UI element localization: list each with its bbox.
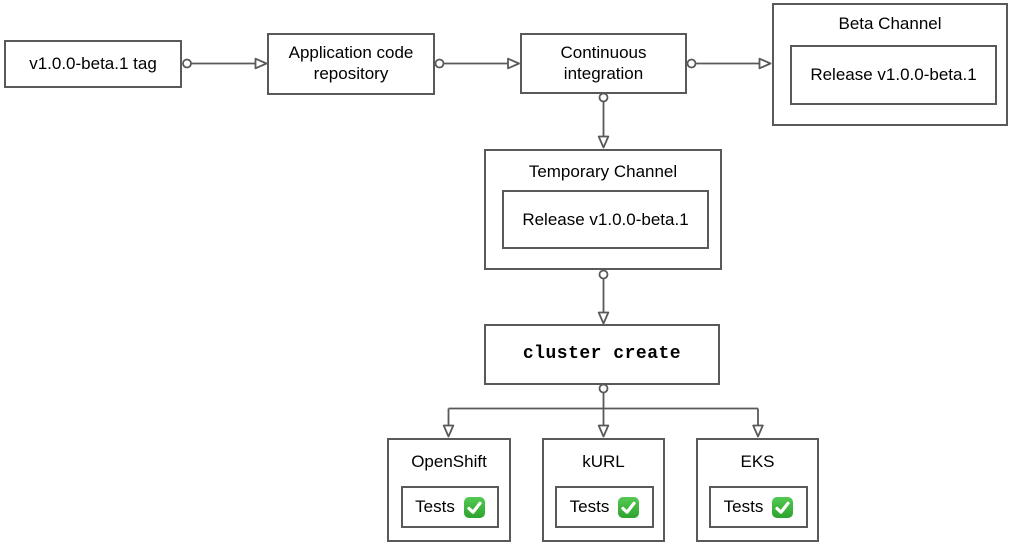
edge-source-dot [434,58,445,69]
edge-temporary-channel-to-cluster-create [597,269,610,325]
green-check-icon [772,496,794,518]
arrowhead-icon [442,424,455,438]
cluster-kurl-label: kURL [582,452,625,471]
cluster-create-label: cluster create [522,343,682,364]
continuous-integration-label: Continuous integration [560,42,647,83]
arrowhead-icon [597,135,610,149]
cluster-openshift-container: OpenShift Tests [387,438,511,542]
edge-source-dot [598,92,609,103]
kurl-tests-node: Tests [555,486,654,528]
beta-release-label: Release v1.0.0-beta.1 [810,65,977,84]
beta-release-node: Release v1.0.0-beta.1 [790,45,997,105]
edge-source-dot [686,58,697,69]
edge-source-dot [182,58,192,69]
arrowhead-icon [597,311,610,325]
eks-tests-node: Tests [709,486,808,528]
green-check-icon [618,496,640,518]
tests-label: Tests [415,497,455,516]
arrowhead-icon [507,57,520,70]
cluster-openshift-label: OpenShift [411,452,487,471]
arrowhead-icon [752,424,764,438]
tag-node: v1.0.0-beta.1 tag [4,40,182,88]
temporary-channel-label: Temporary Channel [528,162,678,181]
arrowhead-icon [254,57,268,70]
continuous-integration-node: Continuous integration [520,33,687,94]
cluster-create-node: cluster create [484,324,720,385]
tests-label: Tests [569,497,610,516]
app-code-repository-label: Application code repository [288,43,414,83]
arrowhead-icon [597,424,610,438]
edge-ci-to-beta-channel [686,57,772,70]
cluster-eks-label: EKS [740,452,775,471]
temporary-release-node: Release v1.0.0-beta.1 [502,190,709,249]
temporary-channel-container: Temporary Channel Release v1.0.0-beta.1 [484,149,722,270]
edge-source-dot [598,269,609,280]
arrowhead-icon [758,57,772,70]
green-check-icon [463,496,485,518]
tag-label: v1.0.0-beta.1 tag [29,53,157,73]
openshift-tests-node: Tests [401,486,499,528]
temporary-release-label: Release v1.0.0-beta.1 [522,209,689,229]
app-code-repository-node: Application code repository [267,33,435,95]
cluster-eks-container: EKS Tests [696,438,819,542]
beta-channel-label: Beta Channel [838,14,942,33]
edge-cluster-create-to-clusters [442,383,764,438]
edge-ci-to-temporary-channel [597,92,610,149]
tests-label: Tests [723,497,764,516]
edge-repo-to-ci [434,57,520,70]
edge-tag-to-repo [182,57,268,70]
edge-source-dot [598,383,609,394]
beta-channel-container: Beta Channel Release v1.0.0-beta.1 [772,3,1008,126]
cluster-kurl-container: kURL Tests [542,438,665,542]
